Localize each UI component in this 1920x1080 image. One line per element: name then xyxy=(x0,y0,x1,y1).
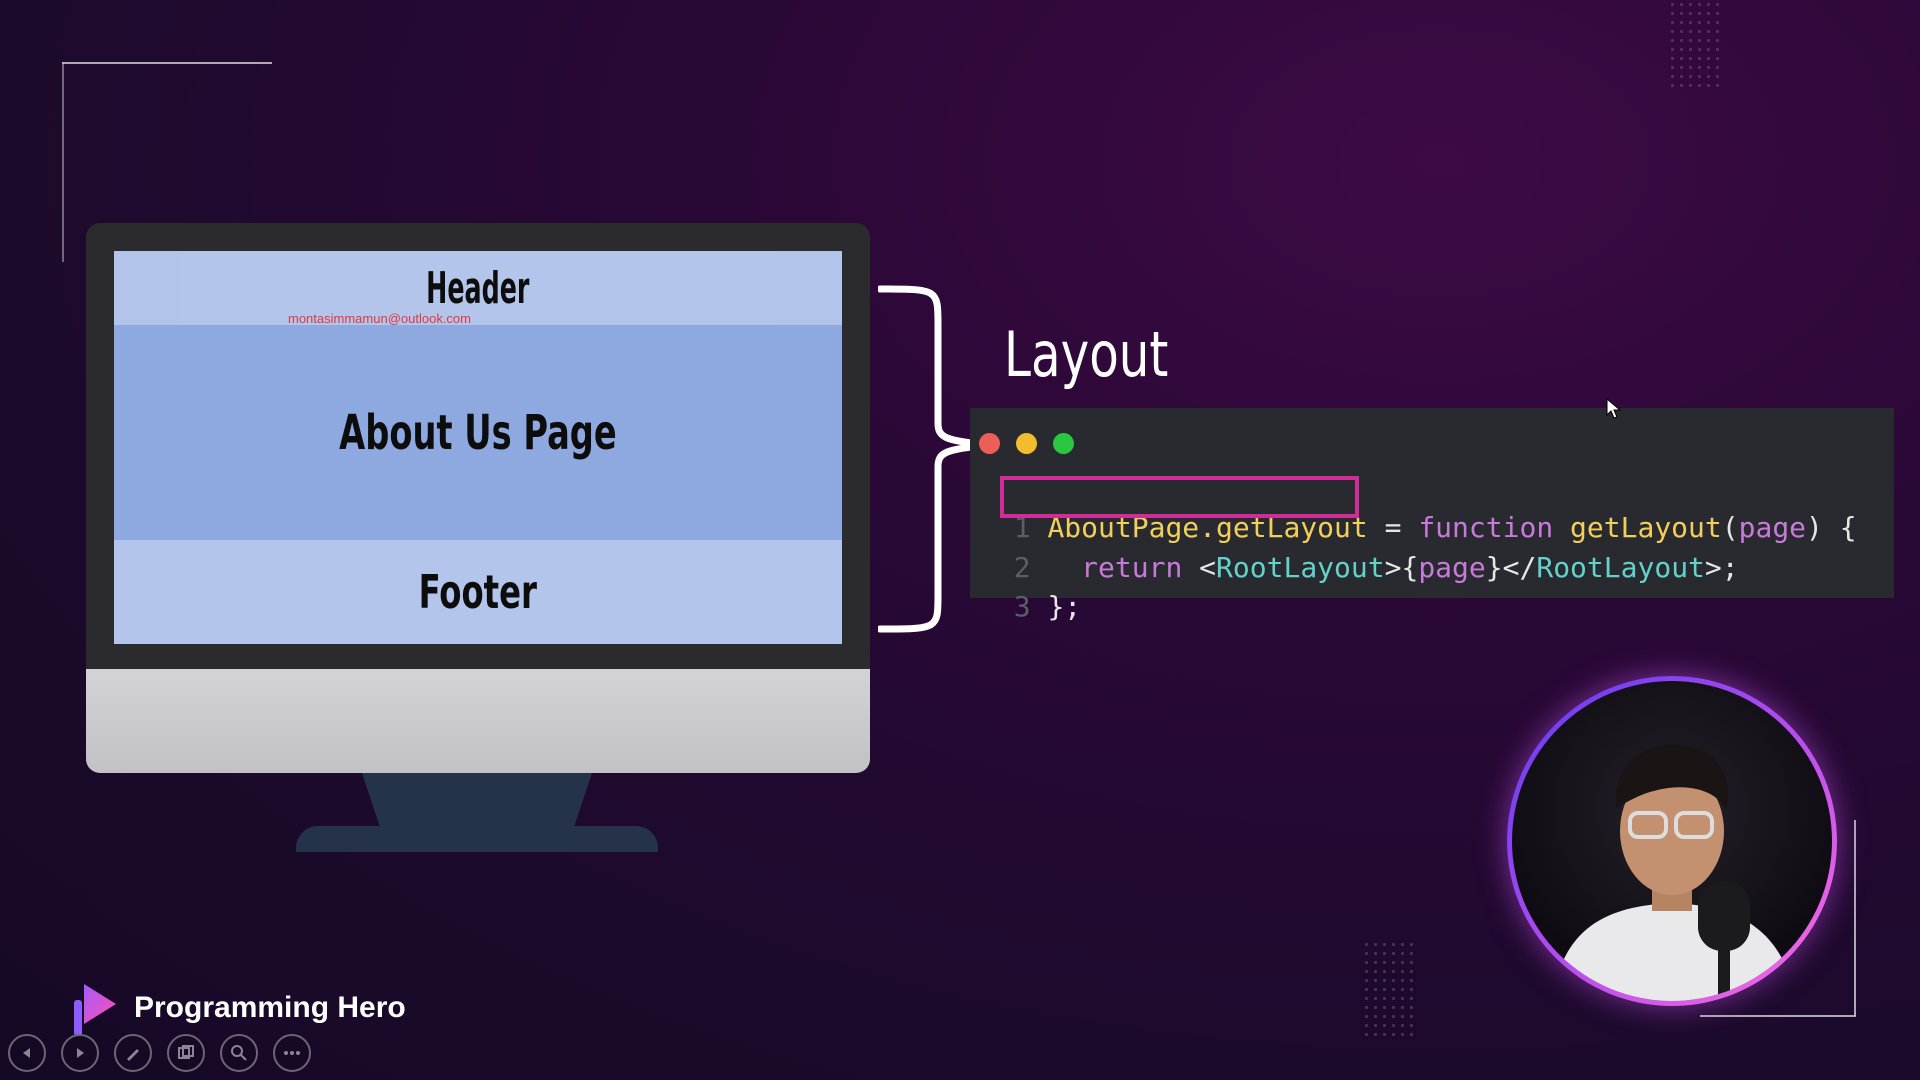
line-number: 3 xyxy=(1013,590,1031,623)
code-punct: >{ xyxy=(1384,551,1419,584)
frame-line-top xyxy=(62,62,272,64)
slides-icon xyxy=(178,1045,194,1059)
code-paren: ( xyxy=(1721,511,1739,544)
footer-label: Footer xyxy=(418,565,538,619)
dot-pattern-bottom xyxy=(1362,940,1416,1040)
more-icon xyxy=(284,1051,300,1055)
frame-line-bottom xyxy=(1700,1015,1856,1017)
minimize-dot-icon xyxy=(1016,433,1037,454)
header-section: Header xyxy=(179,251,777,325)
more-button[interactable] xyxy=(273,1034,311,1072)
play-icon xyxy=(77,1048,84,1058)
pen-icon xyxy=(127,1049,139,1061)
main-section: About Us Page xyxy=(114,325,842,540)
brand: Programming Hero xyxy=(72,978,406,1038)
programming-hero-logo-icon xyxy=(74,984,116,1036)
code-punct: >; xyxy=(1704,551,1739,584)
code-keyword: function xyxy=(1418,511,1554,544)
watermark-email: montasimmamun@outlook.com xyxy=(288,311,471,326)
presenter-webcam xyxy=(1507,676,1837,1006)
zoom-icon xyxy=(231,1045,247,1061)
cursor-icon xyxy=(1606,398,1622,419)
pen-button[interactable] xyxy=(114,1034,152,1072)
monitor-stand-base xyxy=(296,826,658,852)
presenter-video xyxy=(1512,681,1832,1001)
monitor-stand-neck xyxy=(362,773,592,833)
line-number: 1 xyxy=(1013,511,1031,544)
layout-title: Layout xyxy=(1004,318,1169,391)
next-button[interactable] xyxy=(61,1034,99,1072)
maximize-dot-icon xyxy=(1053,433,1074,454)
code-tag: RootLayout xyxy=(1536,551,1705,584)
frame-line-left xyxy=(62,62,64,262)
code-fn-name: getLayout xyxy=(1553,511,1722,544)
frame-line-right xyxy=(1854,820,1856,1016)
code-line-3: 3 }; xyxy=(980,557,1081,623)
code-close: ) { xyxy=(1806,511,1857,544)
header-label: Header xyxy=(426,262,530,314)
code-tag: RootLayout xyxy=(1216,551,1385,584)
slides-button[interactable] xyxy=(167,1034,205,1072)
code-line-2: 2 return <RootLayout>{page}</RootLayout>… xyxy=(980,518,1739,584)
dot-pattern-top xyxy=(1668,0,1722,90)
prev-button[interactable] xyxy=(8,1034,46,1072)
presenter-silhouette-icon xyxy=(1552,744,1797,1001)
monitor-chin xyxy=(86,669,870,773)
close-dot-icon xyxy=(979,433,1000,454)
code-param: page xyxy=(1418,551,1486,584)
code-keyword: return xyxy=(1081,551,1183,584)
code-highlight-box xyxy=(1000,476,1359,518)
code-punct: < xyxy=(1182,551,1217,584)
code-assign: = xyxy=(1367,511,1419,544)
footer-section: Footer xyxy=(114,540,842,644)
brand-name: Programming Hero xyxy=(134,991,406,1024)
code-param: page xyxy=(1738,511,1807,544)
main-label: About Us Page xyxy=(339,404,617,461)
code-punct: }</ xyxy=(1485,551,1537,584)
line-number: 2 xyxy=(1013,551,1031,584)
prev-icon xyxy=(23,1048,30,1058)
zoom-button[interactable] xyxy=(220,1034,258,1072)
code-close: }; xyxy=(1047,590,1082,623)
code-window xyxy=(970,408,1894,598)
monitor-screen: Header About Us Page Footer xyxy=(114,251,842,644)
